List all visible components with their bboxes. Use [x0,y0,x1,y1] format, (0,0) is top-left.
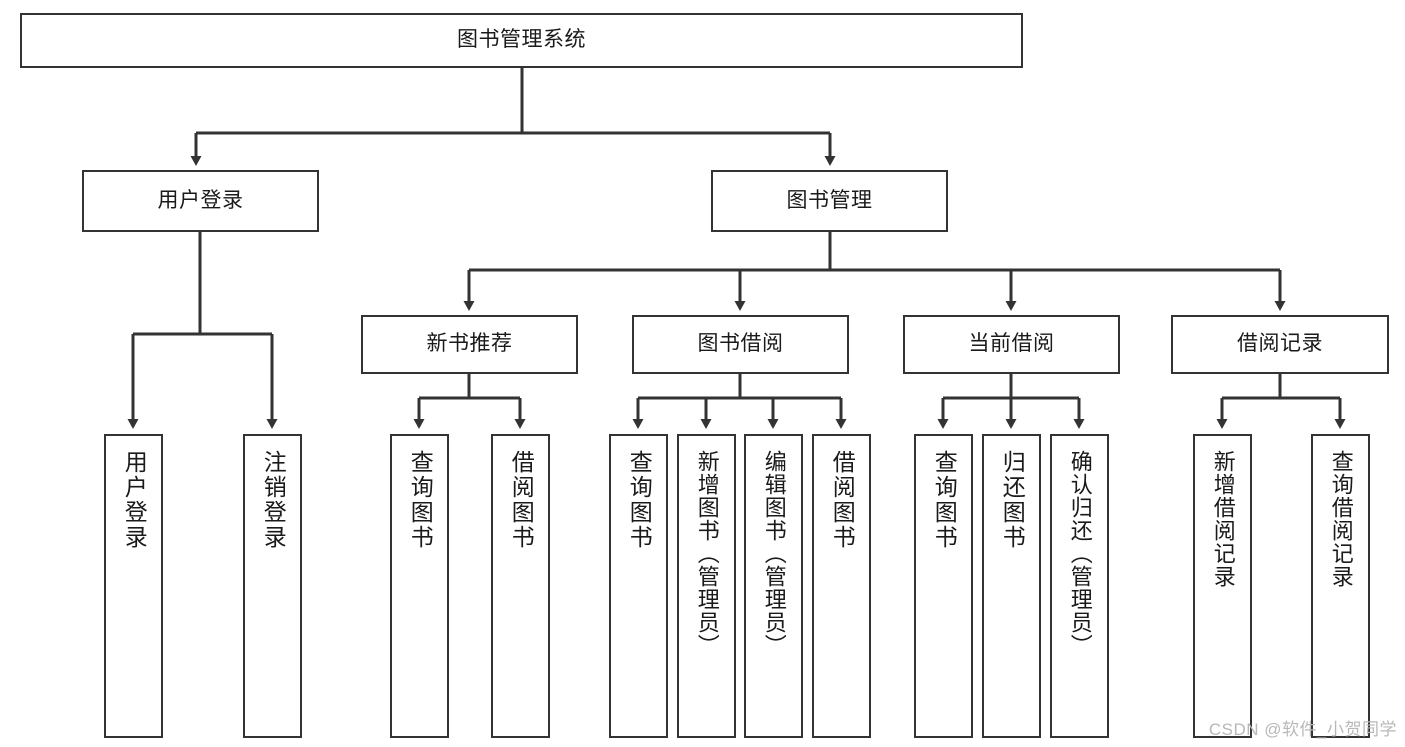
node-leaf-logout-label: 注销登录 [260,450,287,550]
node-leaf-logout[interactable]: 注销登录 [243,434,302,738]
node-leaf-query-book-recommend-label: 查询图书 [407,450,434,550]
node-leaf-return-book[interactable]: 归还图书 [982,434,1041,738]
node-user-login-label: 用户登录 [157,188,244,212]
node-leaf-query-borrow-record[interactable]: 查询借阅记录 [1311,434,1370,738]
node-leaf-query-book-current[interactable]: 查询图书 [914,434,973,738]
node-user-login[interactable]: 用户登录 [82,170,319,232]
node-current-borrow-label: 当前借阅 [968,332,1055,356]
node-root-system-label: 图书管理系统 [457,28,586,52]
node-leaf-query-book-current-label: 查询图书 [931,450,958,550]
node-borrow-record-label: 借阅记录 [1237,332,1323,356]
node-leaf-borrow-book[interactable]: 借阅图书 [812,434,871,738]
node-leaf-user-login[interactable]: 用户登录 [104,434,163,738]
node-leaf-borrow-book-label: 借阅图书 [829,450,856,550]
node-leaf-query-book-label: 查询图书 [626,450,653,550]
node-leaf-query-book-recommend[interactable]: 查询图书 [390,434,449,738]
node-current-borrow[interactable]: 当前借阅 [903,315,1120,374]
node-leaf-query-borrow-record-label: 查询借阅记录 [1328,450,1354,588]
node-book-borrow-label: 图书借阅 [697,332,784,356]
node-leaf-confirm-return-admin[interactable]: 确认归还（管理员） [1050,434,1109,738]
node-leaf-add-book-admin-label: 新增图书（管理员） [694,450,720,657]
node-borrow-record[interactable]: 借阅记录 [1171,315,1389,374]
node-book-borrow[interactable]: 图书借阅 [632,315,849,374]
node-leaf-query-book[interactable]: 查询图书 [609,434,668,738]
node-root-system[interactable]: 图书管理系统 [20,13,1023,68]
node-book-management-label: 图书管理 [786,188,873,212]
node-leaf-edit-book-admin[interactable]: 编辑图书（管理员） [744,434,803,738]
node-book-management[interactable]: 图书管理 [711,170,948,232]
node-leaf-edit-book-admin-label: 编辑图书（管理员） [761,450,787,657]
node-new-book-recommend-label: 新书推荐 [426,332,513,356]
node-leaf-return-book-label: 归还图书 [999,450,1026,550]
node-leaf-user-login-label: 用户登录 [121,450,148,550]
node-leaf-borrow-book-recommend[interactable]: 借阅图书 [491,434,550,738]
node-leaf-add-book-admin[interactable]: 新增图书（管理员） [677,434,736,738]
node-leaf-confirm-return-admin-label: 确认归还（管理员） [1067,450,1093,657]
node-new-book-recommend[interactable]: 新书推荐 [361,315,578,374]
node-leaf-borrow-book-recommend-label: 借阅图书 [508,450,535,550]
node-leaf-add-borrow-record[interactable]: 新增借阅记录 [1193,434,1252,738]
node-leaf-add-borrow-record-label: 新增借阅记录 [1210,450,1236,588]
